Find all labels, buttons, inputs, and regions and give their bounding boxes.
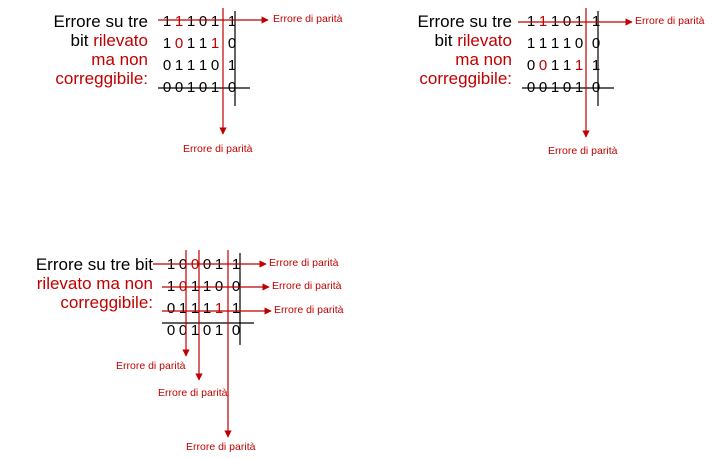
bit-cell: 1: [162, 13, 172, 30]
bit-cell: 1: [550, 35, 560, 52]
panel3-caption-line1: Errore su tre bit: [35, 255, 153, 274]
panel2-caption-line2: bit rilevato: [434, 31, 513, 50]
panel1-caption: Errore su tre bit rilevato ma non correg…: [30, 12, 148, 88]
bit-cell: 1: [178, 300, 188, 317]
bit-cell: 0: [210, 57, 220, 74]
panel3-caption-line3: correggibile:: [60, 293, 153, 312]
bit-cell: 1: [214, 300, 224, 317]
panel2-caption: Errore su tre bit rilevato ma non correg…: [394, 12, 512, 88]
bit-cell: 1: [174, 57, 184, 74]
bit-cell: 1: [562, 35, 572, 52]
bit-cell: 0: [227, 35, 237, 52]
bit-cell: 1: [231, 300, 241, 317]
bit-cell: 1: [538, 35, 548, 52]
bit-cell: 1: [574, 57, 584, 74]
bit-cell: 1: [526, 35, 536, 52]
bit-cell: 1: [227, 13, 237, 30]
panel3-row2-error-label: Errore di parità: [274, 304, 344, 316]
panel1-row-error-label: Errore di parità: [273, 13, 343, 25]
panel3-col2-error-label: Errore di parità: [158, 387, 228, 399]
bit-cell: 1: [210, 35, 220, 52]
bit-cell: 1: [591, 57, 601, 74]
bit-cell: 1: [190, 322, 200, 339]
panel1-caption-line4: correggibile:: [55, 69, 148, 88]
bit-cell: 1: [198, 35, 208, 52]
bit-cell: 1: [186, 13, 196, 30]
panel2-caption-line1: Errore su tre: [417, 12, 512, 31]
bit-cell: 0: [162, 57, 172, 74]
bit-cell: 0: [166, 322, 176, 339]
panel3-row1-error-label: Errore di parità: [272, 280, 342, 292]
bit-cell: 0: [178, 322, 188, 339]
panel2-caption-line4: correggibile:: [419, 69, 512, 88]
bit-cell: 0: [174, 35, 184, 52]
bit-cell: 1: [162, 35, 172, 52]
bit-cell: 1: [227, 57, 237, 74]
bit-cell: 1: [186, 57, 196, 74]
bit-cell: 0: [198, 13, 208, 30]
panel3-caption: Errore su tre bit rilevato ma non correg…: [20, 255, 153, 312]
panel2-row-error-label: Errore di parità: [635, 15, 705, 27]
panel1-bit-grid: 111011101110011101001010: [161, 11, 239, 99]
bit-cell: 1: [550, 57, 560, 74]
bit-cell: 0: [231, 322, 241, 339]
bit-cell: 1: [190, 300, 200, 317]
panel3-col4-error-label: Errore di parità: [186, 441, 256, 453]
bit-cell: 1: [214, 322, 224, 339]
panel2-col-error-label: Errore di parità: [548, 145, 618, 157]
panel3-caption-line2: rilevato ma non: [36, 274, 153, 293]
panel1-caption-line1: Errore su tre: [53, 12, 148, 31]
bit-cell: 1: [186, 35, 196, 52]
panel3-col1-error-label: Errore di parità: [116, 360, 186, 372]
panel3-row0-error-label: Errore di parità: [269, 257, 339, 269]
bit-cell: 0: [166, 300, 176, 317]
panel1-col-error-label: Errore di parità: [183, 143, 253, 155]
bit-cell: 1: [202, 300, 212, 317]
bit-cell: 0: [538, 57, 548, 74]
panel2-caption-line3: ma non: [455, 50, 512, 69]
bit-cell: 1: [174, 13, 184, 30]
bit-cell: 0: [591, 35, 601, 52]
bit-cell: 1: [562, 57, 572, 74]
bit-cell: 0: [202, 322, 212, 339]
bit-cell: 1: [210, 13, 220, 30]
panel1-caption-line3: ma non: [91, 50, 148, 69]
panel1-caption-line2: bit rilevato: [70, 31, 149, 50]
bit-cell: 0: [526, 57, 536, 74]
bit-cell: 1: [198, 57, 208, 74]
bit-cell: 0: [574, 35, 584, 52]
